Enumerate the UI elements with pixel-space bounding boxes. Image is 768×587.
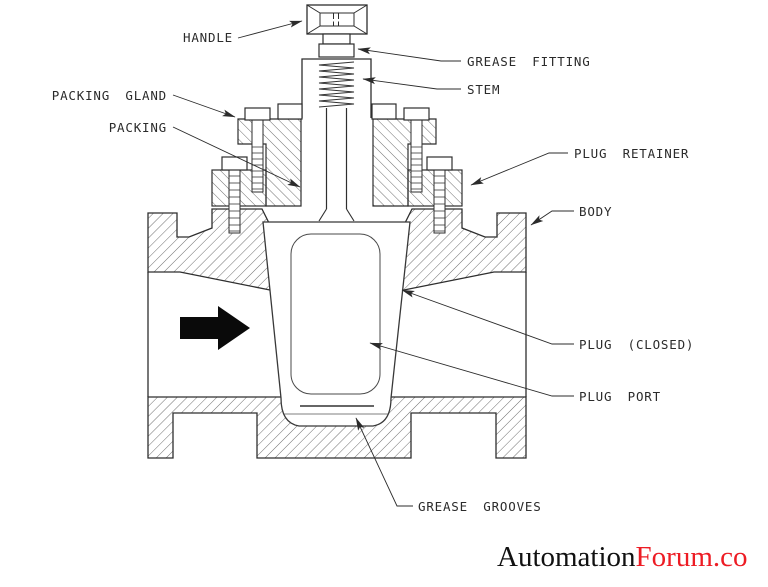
leader-body [530,210,574,226]
body-bottom-flange [147,396,527,459]
label-handle: HANDLE [183,30,233,45]
label-plug-port: PLUG PORT [579,389,661,404]
label-plug-retainer: PLUG RETAINER [574,146,689,161]
label-body: BODY [579,204,612,219]
bonnet [301,58,372,118]
leader-plug-retainer [470,152,568,186]
label-grease-fitting: GREASE FITTING [467,54,591,69]
stem [318,108,355,222]
leader-stem [362,77,461,90]
grease-fitting [318,43,355,58]
leader-plug-closed [401,289,574,345]
plug [262,221,411,427]
label-packing: PACKING [109,120,167,135]
watermark-prefix: Automation [497,541,636,573]
leader-lines [172,20,574,507]
leader-packing [172,126,301,188]
stem-threads [318,61,355,108]
flow-direction-arrow [180,306,250,350]
leader-grease-fitting [357,47,461,62]
leader-grease-grooves [355,417,413,507]
watermark: AutomationForum.co [497,541,757,574]
label-plug-closed: PLUG (CLOSED) [579,337,694,352]
label-grease-grooves: GREASE GROOVES [418,499,542,514]
leader-packing-gland [172,94,236,118]
label-packing-gland: PACKING GLAND [52,88,167,103]
gland-bolts [221,103,453,234]
callout-labels: HANDLE GREASE FITTING STEM PACKING GLAND… [52,30,694,514]
watermark-suffix: Forum.co [635,541,748,573]
handle-neck [322,33,351,45]
leader-handle [237,20,303,39]
plug-port [290,233,381,395]
label-stem: STEM [467,82,500,97]
handle [306,4,368,35]
leader-plug-port [369,342,574,397]
